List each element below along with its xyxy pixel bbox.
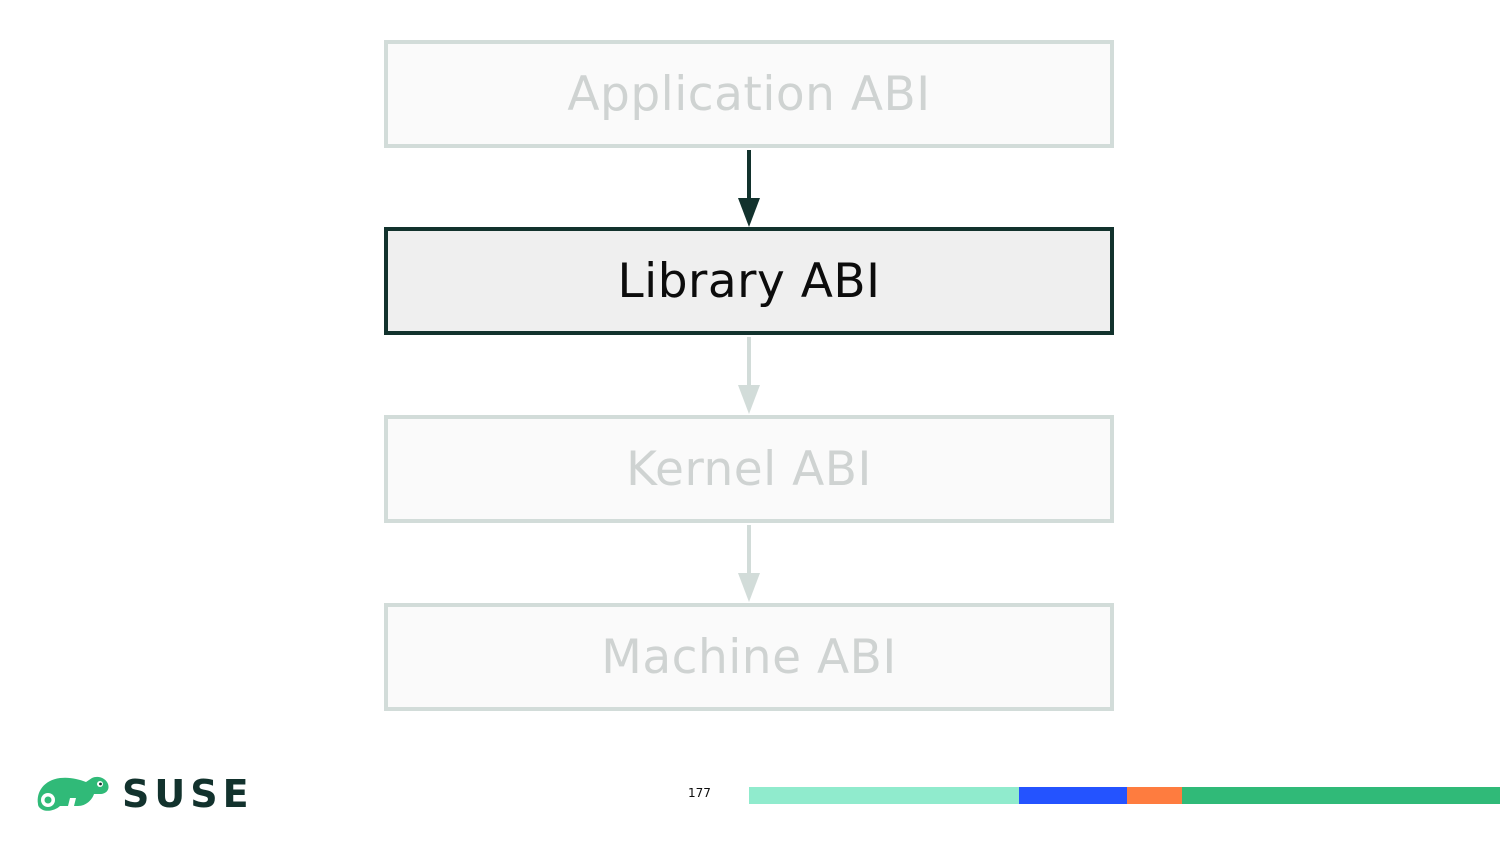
library-abi-label: Library ABI bbox=[617, 253, 881, 309]
application-abi-label: Application ABI bbox=[567, 66, 931, 122]
arrow-application-to-library bbox=[735, 150, 763, 228]
color-bar-blue bbox=[1019, 787, 1127, 804]
library-abi-box: Library ABI bbox=[384, 227, 1114, 335]
machine-abi-box: Machine ABI bbox=[384, 603, 1114, 711]
suse-logo: SUSE bbox=[34, 770, 254, 818]
arrow-library-to-kernel bbox=[735, 337, 763, 415]
application-abi-box: Application ABI bbox=[384, 40, 1114, 148]
kernel-abi-box: Kernel ABI bbox=[384, 415, 1114, 523]
machine-abi-label: Machine ABI bbox=[601, 629, 897, 685]
color-bar-orange bbox=[1127, 787, 1182, 804]
kernel-abi-label: Kernel ABI bbox=[626, 441, 872, 497]
page-number: 177 bbox=[688, 786, 711, 800]
suse-logo-text: SUSE bbox=[122, 772, 254, 816]
arrow-kernel-to-machine bbox=[735, 525, 763, 603]
color-bar-green bbox=[1182, 787, 1500, 804]
color-bar-mint bbox=[749, 787, 1019, 804]
chameleon-icon bbox=[34, 770, 110, 818]
